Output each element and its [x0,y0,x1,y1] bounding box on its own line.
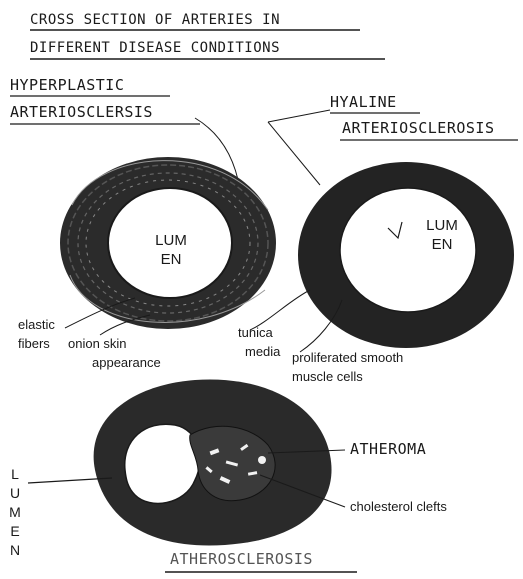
lumen-letter-e: E [8,522,22,541]
lumen-letter-u: U [8,484,22,503]
tunica-media-leader [250,290,310,330]
atheroma-label: ATHEROMA [350,442,426,457]
tunica-media-label-line-1: tunica [238,326,273,339]
lumen-letter-n: N [8,541,22,560]
hyaline-artery-cross-section [298,162,514,348]
elastic-fibers-label-line-1: elastic [18,318,55,331]
tunica-media-label-line-2: media [245,345,280,358]
proliferated-label-line-2: muscle cells [292,370,363,383]
hyperplastic-lumen-label: LUM EN [150,233,192,267]
hyaline-lumen-label: LUM EN [420,218,464,252]
lumen-letter-l: L [8,465,22,484]
atherosclerosis-heading: ATHEROSCLEROSIS [170,552,313,567]
lumen-vertical-label: L U M E N [8,465,22,560]
hyperplastic-heading-line-1: HYPERPLASTIC [10,78,124,93]
onion-skin-label-line-1: onion skin [68,337,127,350]
elastic-fibers-label-line-2: fibers [18,337,50,350]
hyperplastic-heading-line-2: ARTERIOSCLERSIS [10,105,153,120]
proliferated-label-line-1: proliferated smooth [292,351,403,364]
hyaline-leader-2 [268,122,320,185]
hyaline-heading-line-1: HYALINE [330,95,397,110]
diagram-title-line-1: CROSS SECTION OF ARTERIES IN [30,13,280,27]
lumen-letter-m: M [8,503,22,522]
onion-skin-label-line-2: appearance [92,356,161,369]
hyaline-heading-line-2: ARTERIOSCLEROSIS [342,121,495,136]
atherosclerosis-artery-cross-section [94,379,332,545]
hyaline-leader-1 [268,110,330,122]
diagram-title-line-2: DIFFERENT DISEASE CONDITIONS [30,41,280,55]
cholesterol-clefts-label: cholesterol clefts [350,500,447,513]
cholesterol-cleft [258,456,266,464]
